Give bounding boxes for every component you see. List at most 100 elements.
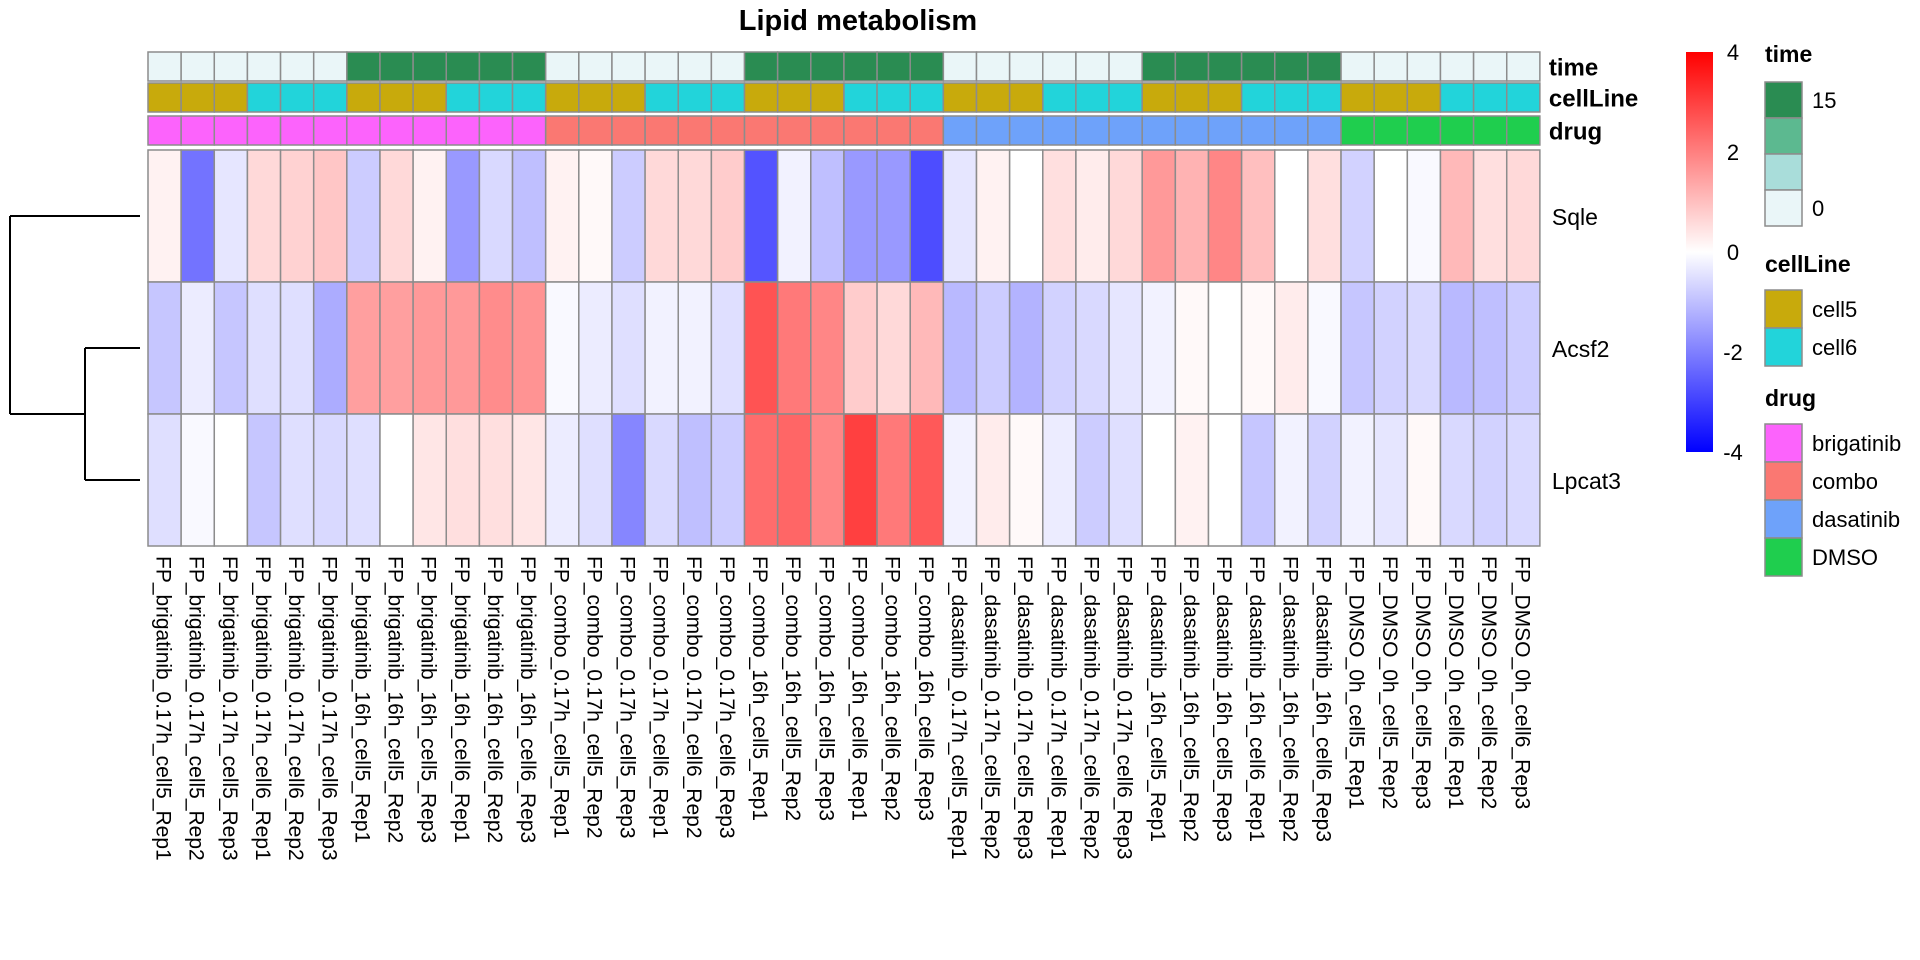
annotation-cell-cellLine [1340, 82, 1375, 113]
annotation-cell-cellLine [312, 82, 348, 113]
colorbar-tick-label: 4 [1727, 40, 1739, 65]
legend-title-time: time [1765, 41, 1812, 67]
heatmap-cell [876, 413, 911, 547]
legend-swatch [1764, 153, 1803, 191]
annotation-cell-cellLine [412, 82, 448, 113]
heatmap-cell [1108, 149, 1143, 283]
annotation-cell-time [312, 51, 348, 82]
column-label: FP_combo_0.17h_cell6_Rep2 [682, 556, 705, 839]
heatmap-cell [1174, 413, 1210, 547]
annotation-cell-time [1174, 51, 1210, 82]
annotation-cell-cellLine [279, 82, 315, 113]
heatmap-cell [1439, 149, 1475, 283]
column-label: FP_dasatinib_0.17h_cell6_Rep1 [1046, 556, 1069, 860]
heatmap-cell [180, 149, 216, 283]
heatmap-cell [611, 281, 646, 415]
heatmap-cell [1008, 281, 1044, 415]
annotation-cell-time [1108, 51, 1143, 82]
annotation-label-time: time [1549, 55, 1598, 82]
legend-label: cell5 [1812, 297, 1857, 322]
heatmap-cell [478, 281, 514, 415]
heatmap-cell [246, 413, 282, 547]
annotation-cell-cellLine [876, 82, 911, 113]
heatmap-cell [213, 413, 249, 547]
annotation-cell-time [1008, 51, 1044, 82]
legend-title-cellLine: cellLine [1765, 251, 1851, 277]
chart-title: Lipid metabolism [739, 5, 977, 37]
heatmap-cell [975, 149, 1011, 283]
annotation-cell-cellLine [213, 82, 249, 113]
heatmap-cell [445, 281, 481, 415]
heatmap-cell [843, 149, 878, 283]
annotation-bars [147, 51, 1541, 146]
annotation-cell-cellLine [1373, 82, 1409, 113]
heatmap-cell [776, 281, 812, 415]
heatmap-cell [312, 149, 348, 283]
annotation-cell-drug [743, 115, 779, 146]
column-label: FP_combo_0.17h_cell5_Rep2 [582, 556, 605, 839]
heatmap-cell [1108, 413, 1143, 547]
heatmap-cell [412, 149, 448, 283]
heatmap-cell [412, 281, 448, 415]
annotation-cell-cellLine [1141, 82, 1177, 113]
heatmap-cell [843, 281, 878, 415]
annotation-cell-time [412, 51, 448, 82]
column-label: FP_brigatinib_0.17h_cell6_Rep2 [284, 556, 307, 861]
heatmap-cell [1307, 149, 1342, 283]
heatmap-cell [445, 149, 481, 283]
heatmap-cell [1472, 149, 1508, 283]
annotation-cell-cellLine [1406, 82, 1442, 113]
column-label: FP_combo_0.17h_cell6_Rep3 [715, 556, 738, 839]
annotation-cell-time [180, 51, 216, 82]
annotation-cell-drug [876, 115, 911, 146]
heatmap-cell [1406, 149, 1442, 283]
heatmap-cell [1373, 281, 1409, 415]
colorbar-tick-label: 0 [1727, 240, 1739, 265]
heatmap-cell [1472, 413, 1508, 547]
annotation-cell-time [876, 51, 911, 82]
annotation-cell-time [213, 51, 249, 82]
annotation-cell-time [445, 51, 481, 82]
annotation-cell-drug [1274, 115, 1309, 146]
heatmap-cell [1373, 149, 1409, 283]
column-label: FP_DMSO_0h_cell6_Rep1 [1444, 556, 1467, 809]
annotation-cell-time [1042, 51, 1077, 82]
annotation-cell-time [1340, 51, 1375, 82]
colorbar-tick-label: 2 [1727, 140, 1739, 165]
annotation-cell-cellLine [1505, 82, 1541, 113]
annotation-cell-cellLine [843, 82, 878, 113]
column-label: FP_brigatinib_16h_cell5_Rep3 [417, 556, 440, 843]
legend-swatch [1764, 327, 1803, 367]
heatmap-cell [213, 149, 249, 283]
heatmap-cell [578, 281, 613, 415]
annotation-cell-time [279, 51, 315, 82]
annotation-cell-cellLine [611, 82, 646, 113]
row-label: Acsf2 [1552, 336, 1610, 362]
annotation-cell-drug [810, 115, 845, 146]
heatmap-cell [478, 149, 514, 283]
annotation-cell-drug [1505, 115, 1541, 146]
column-label: FP_dasatinib_16h_cell5_Rep3 [1212, 556, 1235, 842]
annotation-cell-drug [942, 115, 978, 146]
annotation-cell-drug [246, 115, 282, 146]
row-dendrogram [9, 215, 140, 481]
legend-swatch [1764, 423, 1803, 463]
column-label: FP_dasatinib_0.17h_cell5_Rep2 [980, 556, 1003, 860]
heatmap-cell [1075, 149, 1110, 283]
heatmap-cell [1108, 281, 1143, 415]
column-label: FP_brigatinib_0.17h_cell6_Rep3 [317, 556, 340, 861]
column-label: FP_dasatinib_0.17h_cell6_Rep3 [1113, 556, 1136, 860]
annotation-cell-time [1505, 51, 1541, 82]
annotation-cell-drug [412, 115, 448, 146]
column-label: FP_combo_16h_cell6_Rep1 [848, 556, 871, 821]
annotation-cell-cellLine [710, 82, 746, 113]
legend-label: 0 [1812, 196, 1824, 221]
heatmap-cell [346, 149, 381, 283]
heatmap-cell [1008, 149, 1044, 283]
row-label: Lpcat3 [1552, 468, 1621, 494]
column-label: FP_dasatinib_0.17h_cell6_Rep2 [1079, 556, 1102, 860]
annotation-cell-cellLine [379, 82, 414, 113]
column-label: FP_brigatinib_0.17h_cell5_Rep1 [152, 556, 175, 861]
heatmap-cell [246, 281, 282, 415]
annotation-cell-cellLine [677, 82, 713, 113]
